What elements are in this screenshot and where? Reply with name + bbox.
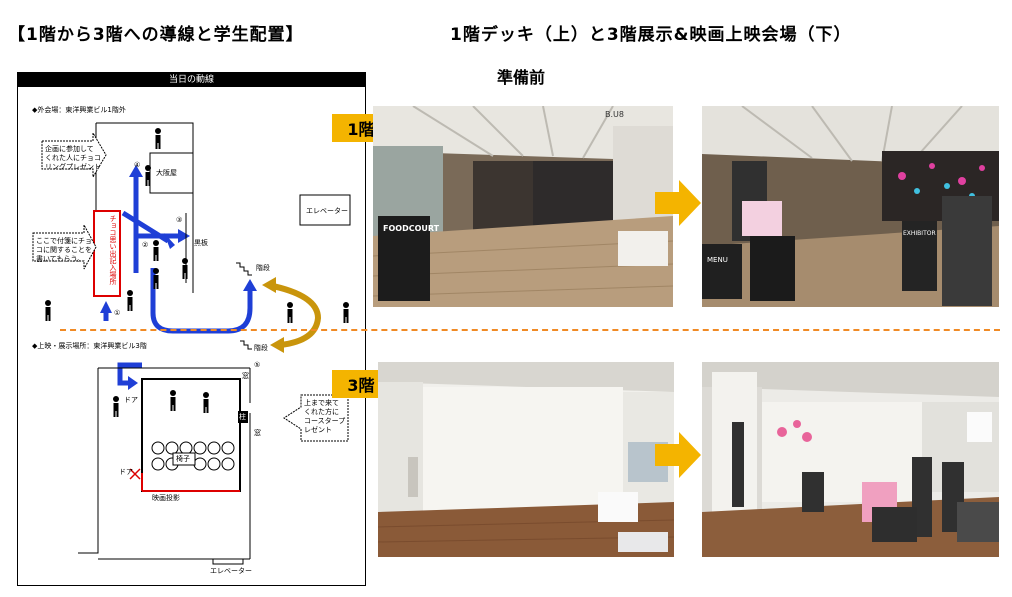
venue-outside-label: ◆外会場：東洋興業ビル1階外 xyxy=(32,106,126,114)
window-label-2: 窓 xyxy=(254,429,261,437)
marker-2: ② xyxy=(142,241,149,249)
marker-1: ① xyxy=(114,309,121,317)
callout-write: ここで付箋にチョコに関することを書いてもらう。 xyxy=(36,237,92,263)
pillar-label: 柱 xyxy=(239,413,246,421)
map-drawing xyxy=(32,122,351,565)
photo-1f-after: MENU EXHIBITOR xyxy=(702,106,999,307)
projection-label: 映画投影 xyxy=(152,494,180,502)
door-label-1: ドア xyxy=(124,396,138,404)
foodcourt-sign: FOODCOURT xyxy=(383,224,440,233)
marker-4: ④ xyxy=(134,161,141,169)
shop-label: 大阪屋 xyxy=(156,169,177,177)
marker-3: ③ xyxy=(176,216,183,224)
callout-chocolate: 企画に参加してくれた人にチョコリングプレゼント xyxy=(45,145,101,171)
map-header: 当日の動線 xyxy=(18,73,365,87)
exhibitor-sign: EXHIBITOR xyxy=(903,230,936,237)
callout-coaster: 上まで来てくれた方にコースタープレゼント xyxy=(304,399,346,434)
stairs-label-2: 階段 xyxy=(254,344,268,352)
venue-screening-label: ◆上映・展示場所：東洋興業ビル3階 xyxy=(32,342,147,350)
stairs-label: 階段 xyxy=(256,264,270,272)
photo-1f-before: FOODCOURT B.U8 xyxy=(373,106,673,307)
right-title: 1階デッキ（上）と3階展示&映画上映会場（下） xyxy=(450,25,852,45)
bus-sign: B.U8 xyxy=(605,110,624,119)
chocolate-booth-label: チョコ思い出記入場所 xyxy=(109,215,117,285)
arrow-right-3f xyxy=(655,432,701,478)
photo-3f-before xyxy=(378,362,674,557)
arrow-right-1f xyxy=(655,180,701,226)
menu-sign: MENU xyxy=(707,256,728,264)
left-title: 【1階から3階への導線と学生配置】 xyxy=(8,25,304,45)
window-label-1: 窓 xyxy=(242,372,249,380)
elevator-bottom-label: エレベーター xyxy=(210,567,252,575)
before-label: 準備前 xyxy=(497,68,546,87)
photo-3f-after xyxy=(702,362,999,557)
marker-5: ⑤ xyxy=(254,361,261,369)
chairs-label: 椅子 xyxy=(176,455,190,463)
blackboard-label: 黒板 xyxy=(194,239,208,247)
floor-divider xyxy=(60,329,1000,331)
door-label-2: ドア xyxy=(119,468,133,476)
elevator-label: エレベーター xyxy=(306,207,348,215)
